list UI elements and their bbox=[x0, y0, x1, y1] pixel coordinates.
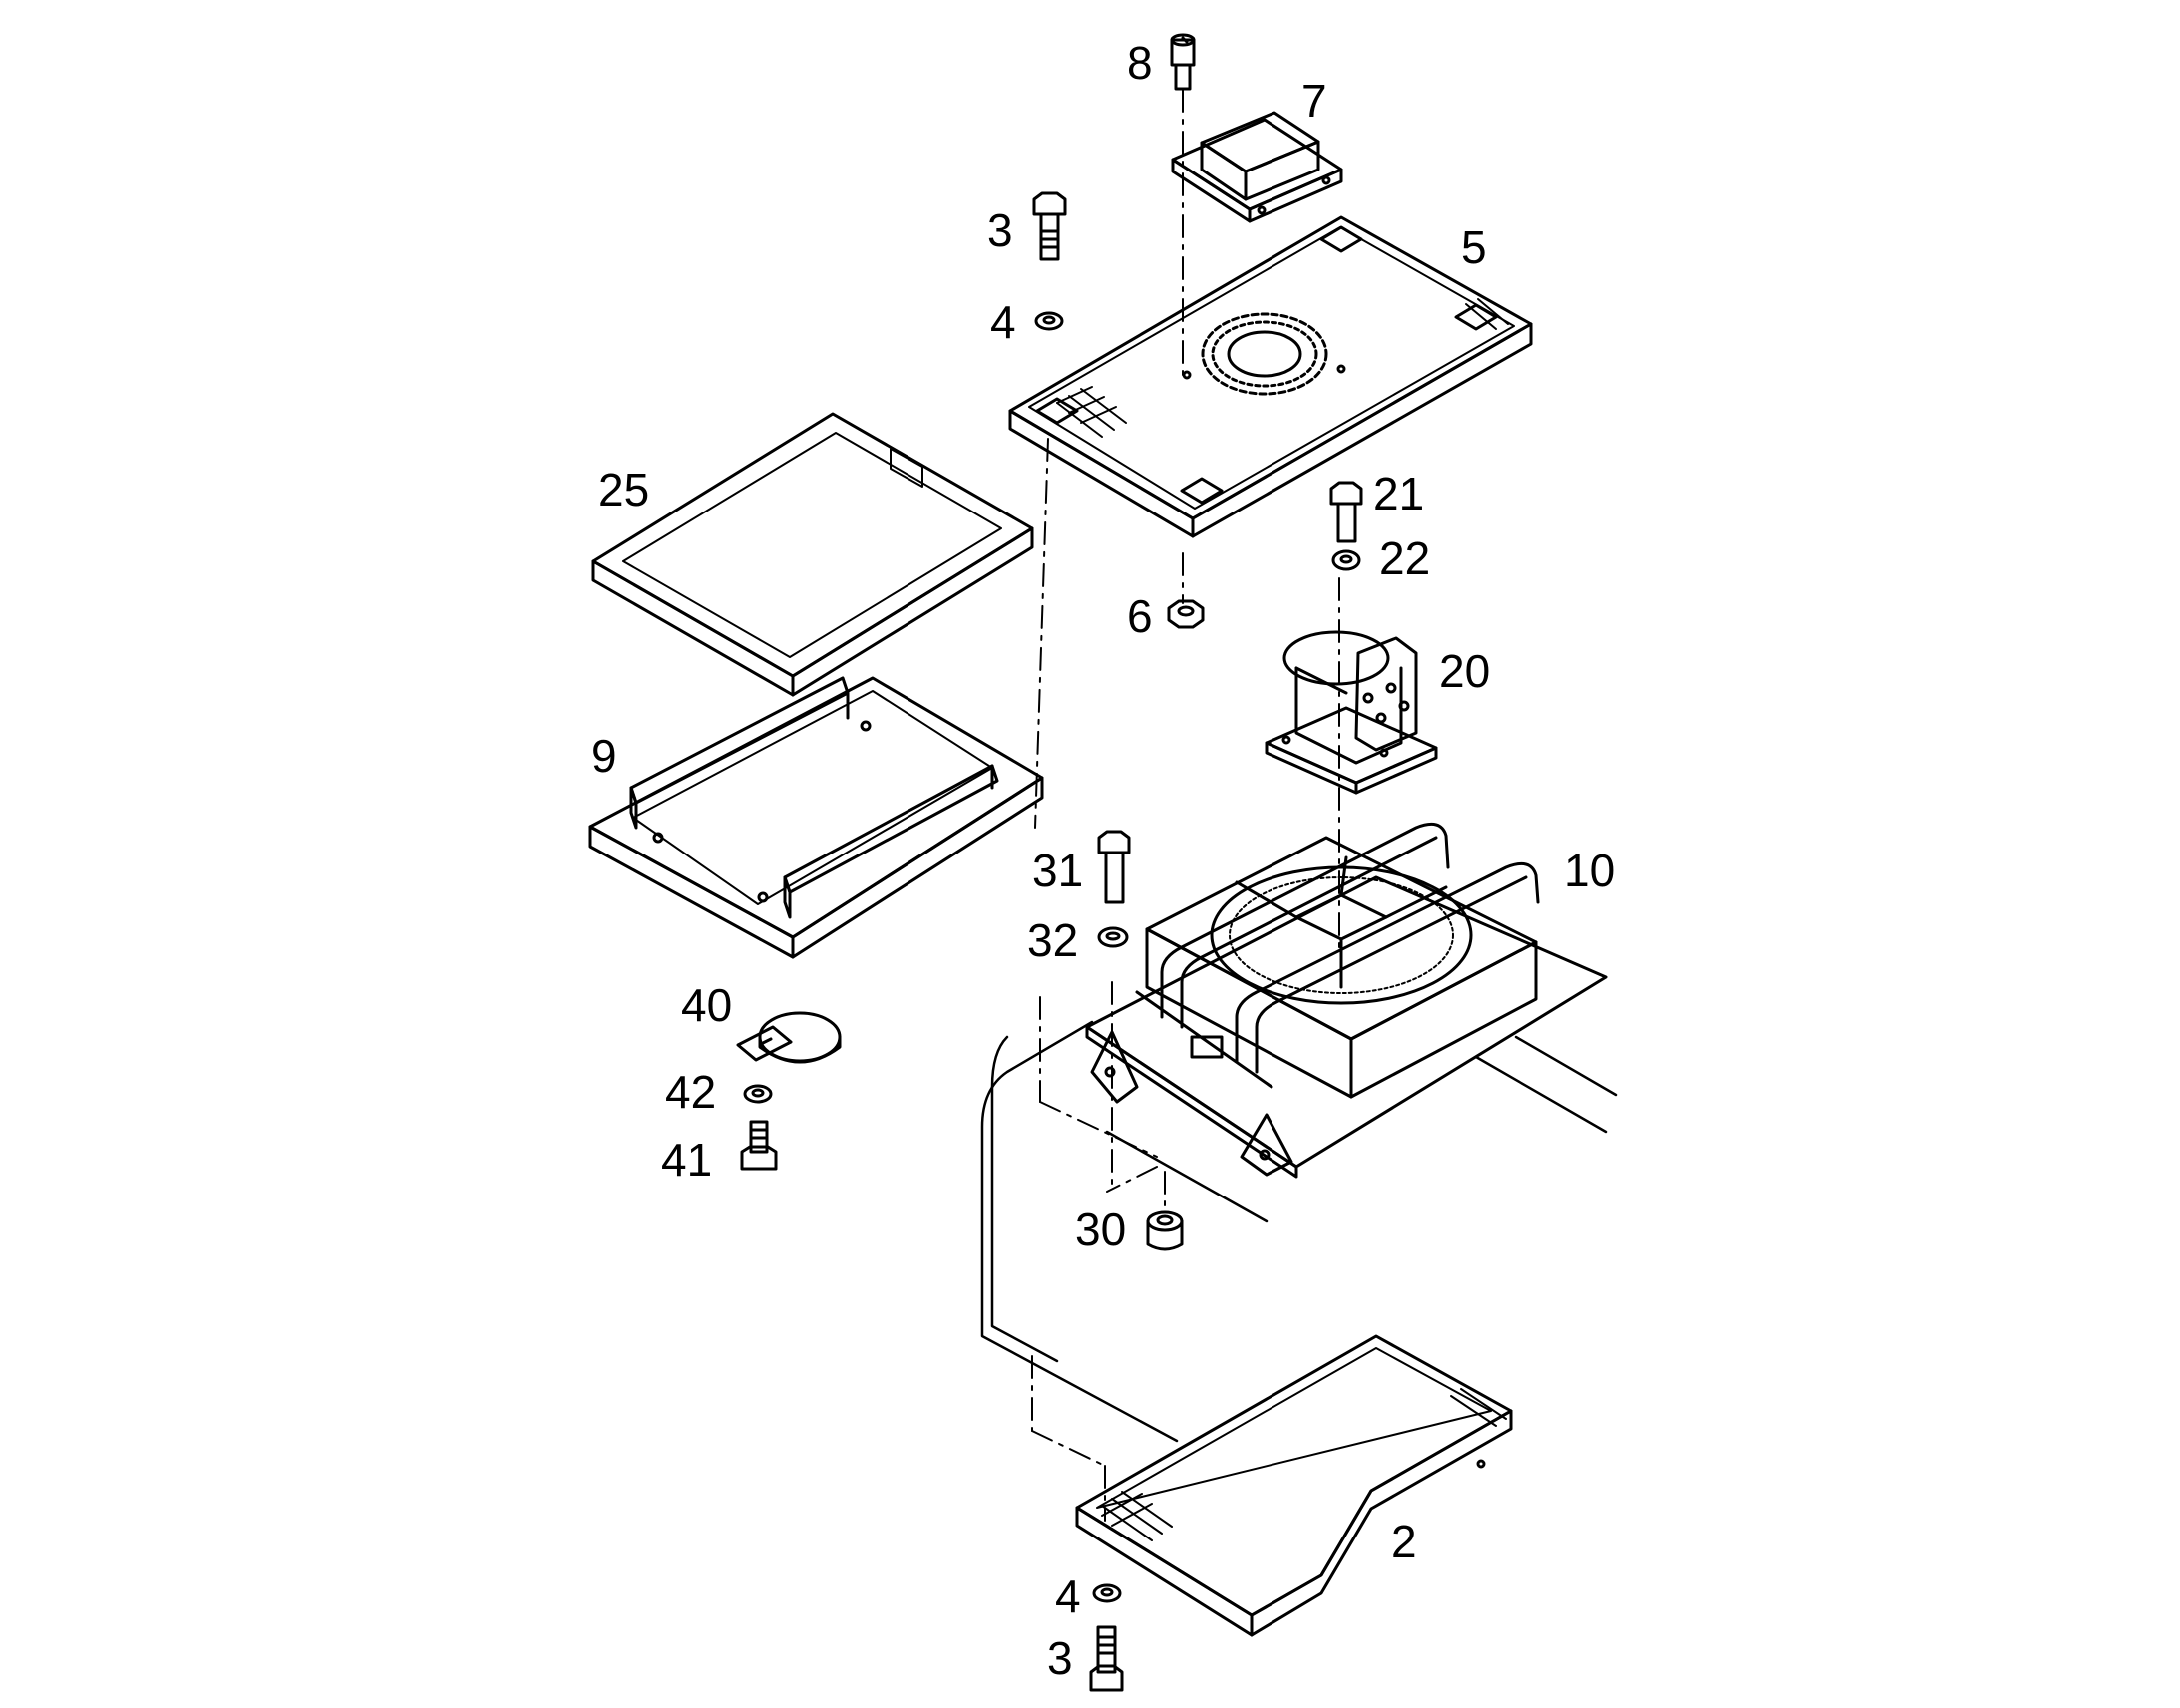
mounting-plate-5 bbox=[1008, 215, 1533, 538]
bolt-21 bbox=[1329, 481, 1363, 543]
hydraulic-motor-20 bbox=[1265, 630, 1438, 795]
callout-2: 2 bbox=[1391, 1516, 1417, 1567]
oil-cooler-fan-10 bbox=[1085, 822, 1608, 1179]
module-box-7 bbox=[1171, 111, 1343, 223]
callout-22: 22 bbox=[1379, 532, 1431, 584]
machine-frame-outline bbox=[980, 1020, 1618, 1443]
bolt-41 bbox=[740, 1120, 778, 1171]
callout-31: 31 bbox=[1032, 845, 1084, 896]
washer-4-bottom bbox=[1092, 1583, 1122, 1603]
mounting-frame-9 bbox=[588, 676, 1044, 959]
washer-32 bbox=[1097, 926, 1129, 948]
callout-9: 9 bbox=[591, 730, 617, 782]
bolt-3-bottom bbox=[1089, 1625, 1124, 1692]
callout-41: 41 bbox=[661, 1134, 713, 1186]
washer-4-top bbox=[1034, 311, 1064, 331]
callout-6: 6 bbox=[1127, 590, 1153, 642]
washer-22 bbox=[1331, 549, 1361, 571]
callout-21: 21 bbox=[1373, 468, 1425, 519]
cam-lock-40 bbox=[736, 1011, 842, 1064]
footrest-plate-2 bbox=[1075, 1334, 1513, 1637]
washer-42 bbox=[743, 1084, 773, 1104]
bolt-3-top bbox=[1032, 191, 1067, 261]
callout-7: 7 bbox=[1301, 75, 1327, 127]
callout-8: 8 bbox=[1127, 37, 1153, 89]
callout-5: 5 bbox=[1461, 221, 1487, 273]
callout-40: 40 bbox=[681, 979, 733, 1031]
bolt-31 bbox=[1097, 830, 1131, 904]
socket-screw-8 bbox=[1170, 33, 1196, 91]
callout-32: 32 bbox=[1027, 914, 1079, 966]
callout-30: 30 bbox=[1075, 1203, 1127, 1255]
callout-3-bottom: 3 bbox=[1047, 1632, 1073, 1684]
callout-20: 20 bbox=[1439, 645, 1491, 697]
rubber-buffer-30 bbox=[1146, 1210, 1184, 1251]
callout-25: 25 bbox=[598, 464, 650, 515]
callout-4-top: 4 bbox=[990, 296, 1016, 348]
callout-3-top: 3 bbox=[987, 204, 1013, 256]
callout-42: 42 bbox=[665, 1066, 717, 1118]
nut-6 bbox=[1167, 599, 1205, 629]
assembly-centerlines bbox=[1031, 89, 1340, 1522]
callout-4-bottom: 4 bbox=[1055, 1570, 1081, 1622]
callout-10: 10 bbox=[1564, 845, 1616, 896]
gasket-frame-25 bbox=[591, 412, 1034, 697]
